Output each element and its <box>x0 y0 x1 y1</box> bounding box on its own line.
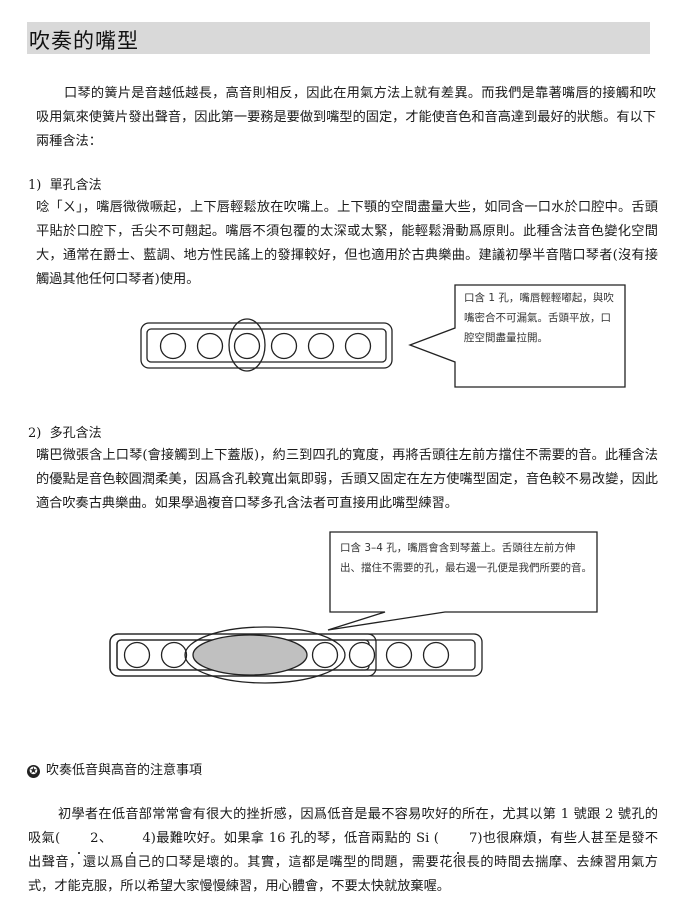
star-circle-icon: ✪ <box>27 764 40 778</box>
note-heading: ✪ 吹奏低音與高音的注意事項 <box>27 761 202 781</box>
note-number-low-7: 7 <box>439 827 477 851</box>
section-2-body: 嘴巴微張含上口琴(會接觸到上下蓋版)，約三到四孔的寬度，再將舌頭往左前方擋住不需… <box>36 448 658 511</box>
mouth-outline-1 <box>228 318 266 372</box>
note-separator: 、 <box>98 831 113 846</box>
harmonica-holes-2 <box>123 641 376 669</box>
tongue-blocked-area <box>192 634 308 676</box>
section-1-body: 唸「ㄨ」，嘴唇微微噘起，上下唇輕鬆放在吹嘴上。上下顎的空間盡量大些，如同含一口水… <box>36 200 658 287</box>
page-title: 吹奏的嘴型 <box>29 29 139 53</box>
note-body: 初學者在低音部常常會有很大的挫折感，因爲低音是最不容易吹好的所在，尤其以第 1 … <box>28 803 658 899</box>
note-text-3: )也很麻煩，有些人甚至是發不出聲音，還以爲自己的口琴是壞的。其實，這都是嘴型的問… <box>28 831 659 894</box>
harmonica-outer-1 <box>140 322 393 369</box>
mouth-outline-2 <box>184 626 346 684</box>
page-title-bar: 吹奏的嘴型 <box>27 22 650 54</box>
section-2-number: 2) <box>28 426 42 441</box>
intro-paragraph: 口琴的簧片是音越低越長，高音則相反，因此在用氣方法上就有差異。而我們是靠著嘴唇的… <box>36 86 656 149</box>
section-1-title: 單孔含法 <box>49 178 102 193</box>
section-1-heading: 1) 單孔含法 <box>28 176 102 196</box>
callout-1-text: 口含 1 孔，嘴唇輕輕嘟起，與吹嘴密合不可漏氣。舌頭平放，口腔空間盡量拉開。 <box>464 292 614 344</box>
note-text-1: 初學者在低音部常常會有很大的挫折感，因爲低音是最不容易吹好的所在，尤其以第 1 … <box>28 807 658 846</box>
section-2-title: 多孔含法 <box>49 426 102 441</box>
note-text-2: )最難吹好。如果拿 16 孔的琴，低音兩點的 Si ( <box>150 831 439 846</box>
harmonica-inner-1 <box>146 328 387 363</box>
harmonica-holes-1 <box>159 332 372 360</box>
section-2-heading: 2) 多孔含法 <box>28 424 102 444</box>
note-number-low-2: 2 <box>60 827 98 851</box>
note-number-low-4: 4 <box>112 827 150 851</box>
harmonica-outer-2 <box>109 633 377 677</box>
harmonica-inner-2 <box>116 639 370 671</box>
note-title: 吹奏低音與高音的注意事項 <box>46 763 203 778</box>
callout-2-text: 口含 3–4 孔，嘴唇會含到琴蓋上。舌頭往左前方伸出、擋住不需要的孔，最右邊一孔… <box>340 542 592 574</box>
section-1-number: 1) <box>28 178 42 193</box>
